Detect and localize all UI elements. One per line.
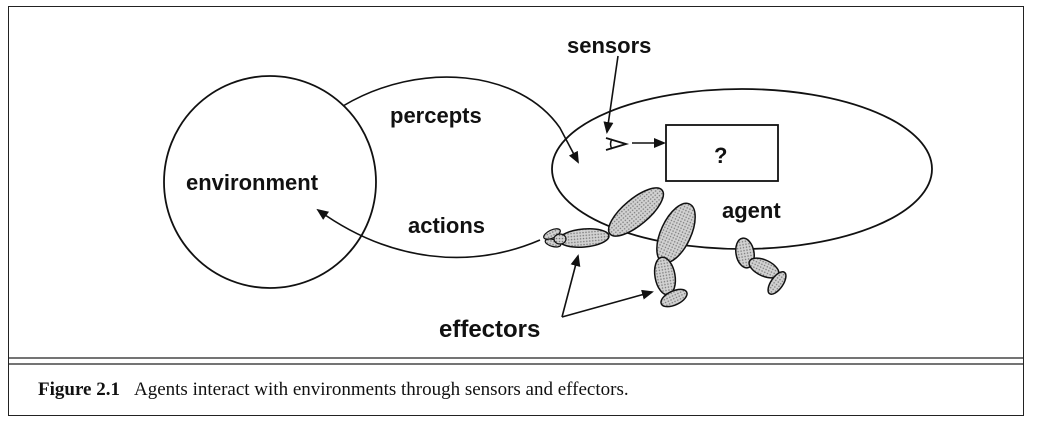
figure-number: Figure 2.1 (38, 379, 120, 400)
effectors-label: effectors (439, 316, 540, 343)
eye-icon (605, 137, 630, 151)
unknown-box-label: ? (714, 143, 727, 168)
effectors-leg-arrow (561, 289, 654, 318)
sensors-pointer-arrow (603, 55, 619, 134)
actions-label: actions (408, 213, 485, 238)
figure-frame (8, 6, 1024, 416)
figure-caption: Figure 2.1 Agents interact with environm… (8, 366, 1024, 414)
arm-effector (543, 187, 665, 248)
front-leg-effector (653, 202, 696, 308)
agent-label: agent (722, 198, 781, 223)
environment-circle (163, 75, 377, 289)
percepts-label: percepts (390, 103, 482, 128)
environment-label: environment (186, 170, 319, 195)
sensors-label: sensors (567, 33, 651, 58)
figure-caption-text: Agents interact with environments throug… (134, 379, 629, 400)
actions-arrow (316, 208, 541, 259)
effectors-arm-arrow (561, 254, 581, 318)
agent-program-box (665, 124, 779, 182)
back-leg-effector (735, 237, 787, 295)
percepts-arrow (342, 76, 579, 164)
